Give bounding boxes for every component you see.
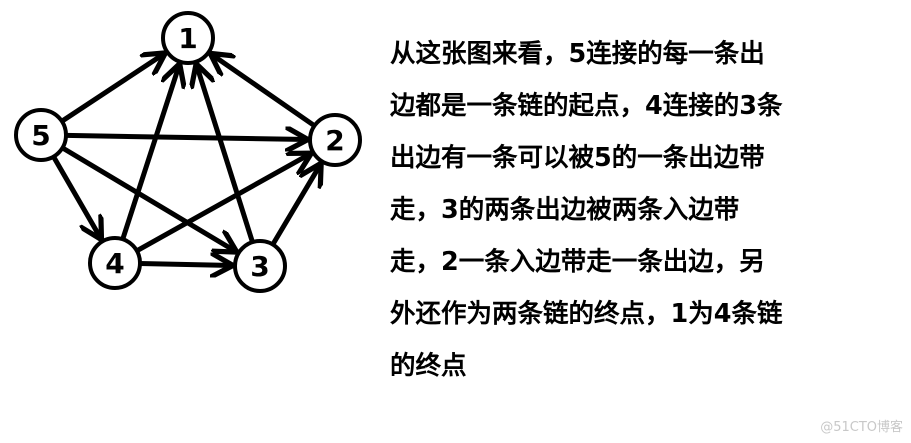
directed-graph: 1 2 3 4 5 [14, 11, 362, 293]
graph-nodes: 1 2 3 4 5 [14, 11, 362, 293]
node-label: 1 [178, 22, 197, 55]
watermark: @51CTO博客 [820, 420, 903, 435]
edge-5-to-1 [59, 53, 166, 124]
explanation-text: 从这张图来看，5连接的每一条出 边都是一条链的起点，4连接的3条 出边有一条可以… [390, 28, 890, 392]
explanation-line: 边都是一条链的起点，4连接的3条 [390, 91, 783, 121]
node-3: 3 [233, 239, 287, 293]
explanation-line: 从这张图来看，5连接的每一条出 [390, 39, 765, 69]
edge-4-to-1 [120, 64, 180, 242]
node-1: 1 [161, 11, 215, 65]
explanation-line: 外还作为两条链的终点，1为4条链 [390, 299, 783, 329]
explanation-line: 走，3的两条出边被两条入边带 [390, 195, 740, 225]
graph-edges [51, 53, 322, 266]
node-circle [233, 239, 287, 293]
node-label: 3 [250, 250, 269, 283]
node-5: 5 [14, 108, 68, 162]
explanation-line: 出边有一条可以被5的一条出边带 [390, 143, 765, 173]
node-4: 4 [88, 236, 142, 290]
node-label: 5 [31, 119, 50, 152]
edge-3-to-2 [270, 163, 321, 248]
edge-5-to-4 [51, 154, 102, 240]
edge-4-to-3 [137, 264, 236, 266]
edge-4-to-2 [134, 153, 312, 254]
edge-2-to-1 [210, 53, 317, 129]
node-circle [161, 11, 215, 65]
edge-5-to-3 [59, 145, 236, 252]
node-circle [14, 108, 68, 162]
node-circle [88, 236, 142, 290]
node-label: 2 [325, 124, 344, 157]
explanation-line: 走，2一条入边带走一条出边，另 [390, 247, 765, 277]
edge-5-to-2 [63, 135, 311, 139]
edge-3-to-1 [196, 64, 255, 245]
explanation-line: 的终点 [390, 351, 467, 381]
node-circle [308, 113, 362, 167]
node-label: 4 [105, 247, 124, 280]
node-2: 2 [308, 113, 362, 167]
